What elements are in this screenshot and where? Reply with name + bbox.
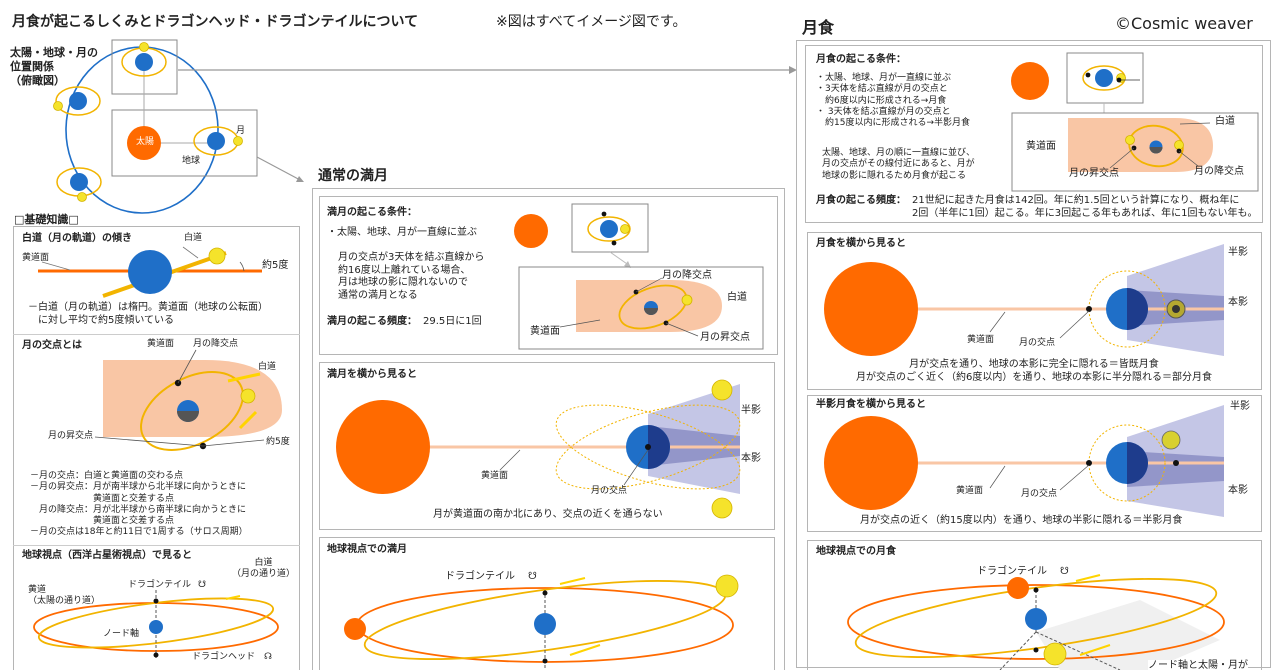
eclipse-ecliptic-label: 黄道面 bbox=[1026, 141, 1056, 152]
sun bbox=[127, 126, 161, 160]
page-title: 月食が起こるしくみとドラゴンヘッド・ドラゴンテイルについて bbox=[12, 14, 419, 30]
earth-label: 地球 bbox=[182, 156, 201, 166]
full-moon-earth-view-panel bbox=[319, 537, 775, 670]
eclipse-penumbra-label: 半影 bbox=[1228, 247, 1248, 258]
eclipse-node-axis-note: ノード軸と太陽・月が bbox=[1148, 660, 1248, 670]
eclipse-moon-orbit-label: 白道 bbox=[1215, 116, 1235, 127]
eclipse-earth-view-heading: 地球視点での月食 bbox=[816, 546, 896, 557]
eclipse-conditions-heading: 月食の起こる条件： bbox=[816, 54, 906, 65]
left-dragon-tail-symbol: ☋ bbox=[198, 580, 206, 590]
penumbral-umbra-label: 本影 bbox=[1228, 485, 1248, 496]
full-moon-frequency-value: 29.5日に1回 bbox=[423, 316, 482, 327]
right-heading: 月食 bbox=[802, 18, 835, 37]
full-moon-side-ecliptic-label: 黄道面 bbox=[481, 471, 509, 481]
eclipse-side-panel bbox=[807, 232, 1262, 390]
copyright: ©Cosmic weaver bbox=[1115, 14, 1253, 33]
earth-right bbox=[207, 132, 225, 150]
eclipse-descending-label: 月の降交点 bbox=[1194, 166, 1244, 177]
moon-label: 月 bbox=[236, 126, 246, 136]
right-outer-panel bbox=[796, 40, 1271, 668]
earth-top bbox=[135, 53, 153, 71]
middle-heading: 通常の満月 bbox=[318, 168, 388, 184]
penumbral-panel bbox=[807, 395, 1262, 532]
left-moon-path-label: 白道 （月の通り道） bbox=[232, 558, 296, 580]
full-moon-earth-view-heading: 地球視点での満月 bbox=[327, 544, 407, 555]
eclipse-conditions-list: ・太陽、地球、月が一直線に並ぶ ・3天体を結ぶ直線が月の交点と 約6度以内に形成… bbox=[816, 73, 970, 128]
nodes-ecliptic-label: 黄道面 bbox=[147, 339, 175, 349]
left-ecliptic-label: 黄道 （太陽の通り道） bbox=[28, 585, 101, 607]
full-moon-side-panel bbox=[319, 362, 775, 530]
eclipse-side-ecliptic-label: 黄道面 bbox=[967, 335, 995, 345]
full-moon-dragon-tail-symbol: ☋ bbox=[528, 571, 537, 582]
full-moon-side-heading: 満月を横から見ると bbox=[327, 369, 417, 380]
eclipse-side-node-label: 月の交点 bbox=[1019, 338, 1056, 348]
penumbral-ecliptic-label: 黄道面 bbox=[956, 486, 984, 496]
nodes-heading: 月の交点とは bbox=[22, 340, 82, 351]
left-earth-view-heading: 地球視点（西洋占星術視点）で見ると bbox=[22, 550, 192, 561]
nodes-angle-label: 約5度 bbox=[266, 437, 290, 447]
sun-label: 太陽 bbox=[136, 137, 155, 147]
earth-left bbox=[69, 92, 87, 110]
full-moon-condition-bullet: ・太陽、地球、月が一直線に並ぶ bbox=[327, 227, 477, 238]
eclipse-ascending-label: 月の昇交点 bbox=[1069, 168, 1119, 179]
tilt-angle-label: 約5度 bbox=[262, 260, 289, 271]
full-moon-penumbra-label: 半影 bbox=[741, 405, 761, 416]
left-node-axis-label: ノード軸 bbox=[103, 629, 140, 639]
full-moon-dragon-tail-label: ドラゴンテイル bbox=[445, 571, 515, 582]
earth-bottom bbox=[70, 173, 88, 191]
eclipse-frequency-label: 月食の起こる頻度： bbox=[816, 195, 906, 206]
full-moon-ecliptic-label: 黄道面 bbox=[530, 326, 560, 337]
full-moon-conditions-panel bbox=[319, 196, 778, 355]
nodes-moon-orbit-label: 白道 bbox=[258, 362, 277, 372]
left-dragon-tail-label: ドラゴンテイル bbox=[128, 580, 192, 590]
left-dragon-head-symbol: ☊ bbox=[264, 652, 272, 662]
basics-heading: □基礎知識□ bbox=[14, 213, 79, 226]
eclipse-side-heading: 月食を横から見ると bbox=[816, 238, 906, 249]
left-dragon-head-label: ドラゴンヘッド bbox=[192, 652, 256, 662]
nodes-descending-label: 月の降交点 bbox=[193, 339, 239, 349]
penumbral-heading: 半影月食を横から見ると bbox=[816, 399, 926, 410]
eclipse-dragon-tail-symbol: ☋ bbox=[1060, 566, 1069, 577]
eclipse-frequency-value: 21世紀に起きた月食は142回。年に約1.5回という計算になり、概ね年に 2回（… bbox=[912, 195, 1258, 219]
eclipse-conditions-body: 太陽、地球、月の順に一直線に並び、 月の交点がその線付近にあると、月が 地球の影… bbox=[822, 148, 976, 181]
penumbral-caption: 月が交点の近く（約15度以内）を通り、地球の半影に隠れる＝半影月食 bbox=[860, 515, 1183, 526]
penumbral-penumbra-label: 半影 bbox=[1230, 401, 1250, 412]
full-moon-umbra-label: 本影 bbox=[741, 453, 761, 464]
full-moon-moon-orbit-label: 白道 bbox=[727, 292, 747, 303]
position-label: 太陽・地球・月の 位置関係 （俯瞰図） bbox=[10, 46, 98, 87]
full-moon-conditions-heading: 満月の起こる条件： bbox=[327, 207, 417, 218]
full-moon-frequency-label: 満月の起こる頻度： bbox=[327, 316, 417, 327]
full-moon-ascending-label: 月の昇交点 bbox=[700, 332, 750, 343]
penumbral-node-label: 月の交点 bbox=[1021, 489, 1058, 499]
eclipse-earth-view-panel bbox=[807, 540, 1262, 670]
eclipse-conditions-panel bbox=[805, 45, 1263, 223]
basics-panel bbox=[13, 226, 300, 670]
full-moon-condition-body: 月の交点が3天体を結ぶ直線から 約16度以上離れている場合、 月は地球の影に隠れ… bbox=[338, 252, 485, 301]
image-note: ※図はすべてイメージ図です。 bbox=[496, 14, 687, 30]
tilt-description: －白道（月の軌道）は楕円。黄道面（地球の公転面） に対し平均で約5度傾いている bbox=[28, 302, 268, 326]
full-moon-side-node-label: 月の交点 bbox=[591, 486, 628, 496]
eclipse-side-caption: 月が交点を通り、地球の本影に完全に隠れる＝皆既月食 月が交点のごく近く（約6度以… bbox=[856, 359, 1212, 383]
nodes-description: －月の交点：白道と黄道面の交わる点 －月の昇交点：月が南半球から北半球に向かうと… bbox=[30, 471, 248, 538]
eclipse-umbra-label: 本影 bbox=[1228, 297, 1248, 308]
full-moon-side-caption: 月が黄道面の南か北にあり、交点の近くを通らない bbox=[433, 509, 663, 520]
eclipse-dragon-tail-label: ドラゴンテイル bbox=[977, 566, 1047, 577]
tilt-moon-orbit-label: 白道 bbox=[184, 233, 203, 243]
nodes-ascending-label: 月の昇交点 bbox=[48, 431, 94, 441]
tilt-ecliptic-label: 黄道面 bbox=[22, 253, 50, 263]
tilt-heading: 白道（月の軌道）の傾き bbox=[22, 233, 132, 244]
full-moon-descending-label: 月の降交点 bbox=[662, 270, 712, 281]
middle-outer-panel bbox=[312, 188, 785, 670]
